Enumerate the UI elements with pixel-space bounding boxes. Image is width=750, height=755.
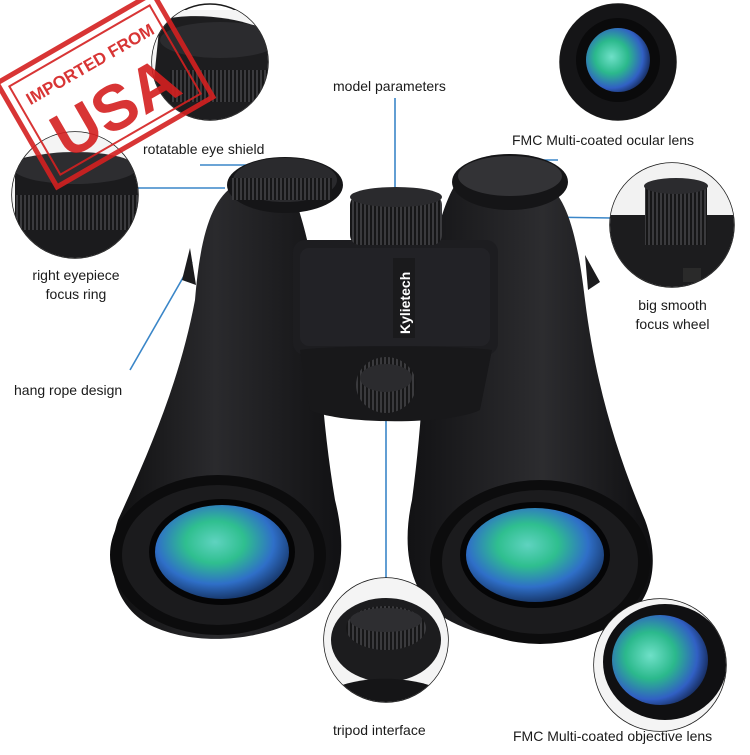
binoculars-body: Kylietech (110, 154, 653, 644)
detail-tripod-interface (323, 577, 449, 703)
label-eyepiece-line1: right eyepiece (32, 267, 120, 283)
label-ocular-lens: FMC Multi-coated ocular lens (512, 132, 695, 148)
strap-loop-left (182, 248, 196, 285)
left-objective-lens (152, 502, 292, 602)
label-model-parameters: model parameters (333, 78, 446, 94)
left-eyepiece-focus-ring (232, 178, 332, 200)
label-focus-wheel: big smooth focus wheel (620, 296, 725, 334)
label-eye-shield: rotatable eye shield (143, 141, 265, 157)
brand-logo: Kylietech (397, 272, 413, 334)
callout-line-hang-rope (129, 261, 193, 371)
label-eyepiece-line2: focus ring (45, 286, 107, 302)
detail-ocular-lens (559, 3, 677, 121)
detail-eye-shield (151, 3, 269, 121)
label-focus-wheel-line1: big smooth (638, 297, 707, 313)
label-objective-lens: FMC Multi-coated objective lens (513, 728, 713, 744)
label-eyepiece-focus-ring: right eyepiece focus ring (20, 266, 132, 304)
strap-loop-right (585, 255, 600, 290)
detail-objective-lens (593, 598, 727, 732)
right-objective-lens (463, 505, 607, 605)
label-focus-wheel-line2: focus wheel (635, 316, 710, 332)
label-tripod: tripod interface (333, 722, 426, 738)
center-focus-wheel (350, 195, 442, 245)
detail-focus-wheel (609, 162, 735, 288)
label-hang-rope: hang rope design (14, 382, 123, 398)
